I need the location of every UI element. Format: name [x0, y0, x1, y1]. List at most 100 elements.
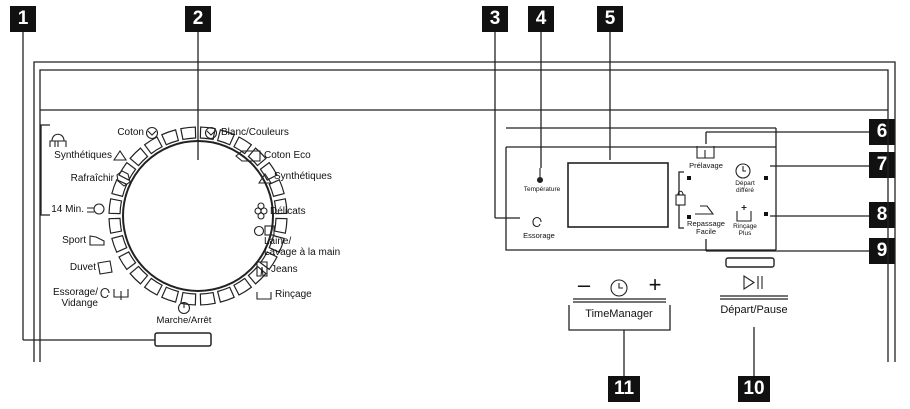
callout-3: 3 [482, 6, 508, 32]
label-coton-left: Coton [117, 127, 144, 138]
spin-icon [100, 287, 110, 298]
dial-segment [273, 198, 288, 215]
label-depart-2: différé [736, 187, 754, 194]
dial-segment [273, 217, 288, 234]
refresh-icon [116, 170, 131, 187]
label-delicats: Délicats [270, 206, 306, 217]
dial-segment [111, 179, 128, 198]
dial-segment [118, 161, 137, 181]
dial-segment [199, 291, 216, 306]
dial-segment [268, 234, 285, 253]
callout-10: 10 [738, 376, 770, 402]
thermometer-icon [536, 168, 544, 184]
label-essorage-option: Essorage [523, 231, 555, 240]
callout-9: 9 [869, 238, 895, 264]
time-manager-icon [610, 279, 628, 297]
indicator-light [764, 212, 768, 216]
wool-icon [253, 225, 275, 237]
label-laine-2: Lavage à la main [264, 247, 341, 258]
synthetic-icon [257, 173, 273, 184]
dial-segment [161, 129, 180, 146]
rinse-plus-icon [736, 211, 752, 222]
label-prelavage: Prélavage [689, 161, 723, 170]
lcd-display [567, 162, 669, 228]
label-marche-arret: Marche/Arrêt [156, 315, 212, 326]
cotton-icon [145, 126, 159, 140]
label-depart-pause: Départ/Pause [720, 304, 788, 316]
dial-segment [118, 251, 137, 271]
label-coton-eco: Coton Eco [264, 150, 311, 161]
delicats-icon [254, 202, 268, 220]
label-duvet: Duvet [69, 262, 96, 273]
dial-segment [233, 277, 253, 296]
easy-iron-icon [695, 205, 715, 215]
label-14min: 14 Min. [51, 204, 84, 215]
label-essorage-2: Vidange [61, 298, 98, 309]
indicator-light [687, 215, 691, 219]
label-rafraichir: Rafraîchir [70, 173, 114, 184]
label-rincage-plus-2: Plus [738, 230, 752, 237]
label-laine-1: Laine/ [264, 236, 292, 247]
cotton-icon [204, 126, 218, 140]
label-rincage: Rinçage [275, 289, 312, 300]
tub-icon [49, 133, 67, 147]
clock-icon [735, 163, 751, 179]
time-minus-button[interactable]: – [577, 272, 591, 297]
rinse-icon [256, 292, 272, 300]
start-slot [725, 257, 775, 268]
dial-segment [247, 265, 267, 285]
callout-1: 1 [10, 6, 36, 32]
child-lock-icon [675, 194, 686, 206]
dial-segment [259, 161, 278, 181]
panel-outline [33, 61, 896, 362]
label-blanc-couleurs: Blanc/Couleurs [221, 127, 289, 138]
callout-2: 2 [185, 6, 211, 32]
dial-segment [108, 217, 123, 234]
dial-segment [161, 286, 180, 303]
synthetic-icon [112, 150, 128, 161]
sport-icon [89, 235, 105, 246]
dial-segment [143, 136, 163, 155]
label-synthetiques-left: Synthétiques [54, 150, 112, 161]
label-jeans: Jeans [271, 264, 298, 275]
14min-icon [87, 207, 94, 213]
dial-segment [129, 147, 149, 167]
dial-segment [233, 136, 253, 155]
dial-segment [216, 129, 235, 146]
indicator-light [687, 176, 691, 180]
callout-8: 8 [869, 202, 895, 228]
play-pause-icon [743, 274, 756, 291]
program-dial [122, 140, 274, 292]
callout-7: 7 [869, 152, 895, 178]
dial-segment [111, 234, 128, 253]
dial-segment [247, 147, 267, 167]
callout-4: 4 [528, 6, 554, 32]
dial-segment [129, 265, 149, 285]
time-plus-button[interactable]: + [648, 272, 662, 297]
callout-6: 6 [869, 119, 895, 145]
label-essorage-1: Essorage/ [52, 287, 98, 298]
label-depart-1: Départ [735, 180, 755, 187]
label-temperature: Température [523, 186, 561, 193]
power-button [154, 332, 212, 347]
label-repassage-2: Facile [695, 227, 717, 236]
dial-segment [216, 286, 235, 303]
dial-segment [108, 198, 123, 215]
callout-11: 11 [608, 376, 640, 402]
dial-segment [259, 251, 278, 271]
drain-icon [113, 289, 129, 300]
jeans-icon [256, 261, 268, 277]
label-timemanager: TimeManager [585, 308, 653, 320]
indicator-light [764, 176, 768, 180]
label-synthetiques-right: Synthétiques [274, 171, 332, 182]
label-sport: Sport [62, 235, 86, 246]
label-rincage-plus-1: Rinçage [733, 223, 757, 230]
dial-segment [180, 126, 197, 141]
label-repassage-1: Repassage [687, 219, 725, 228]
duvet-icon [97, 260, 113, 275]
callout-5: 5 [597, 6, 623, 32]
spin-option-icon [532, 216, 542, 227]
dial-segment [268, 179, 285, 198]
